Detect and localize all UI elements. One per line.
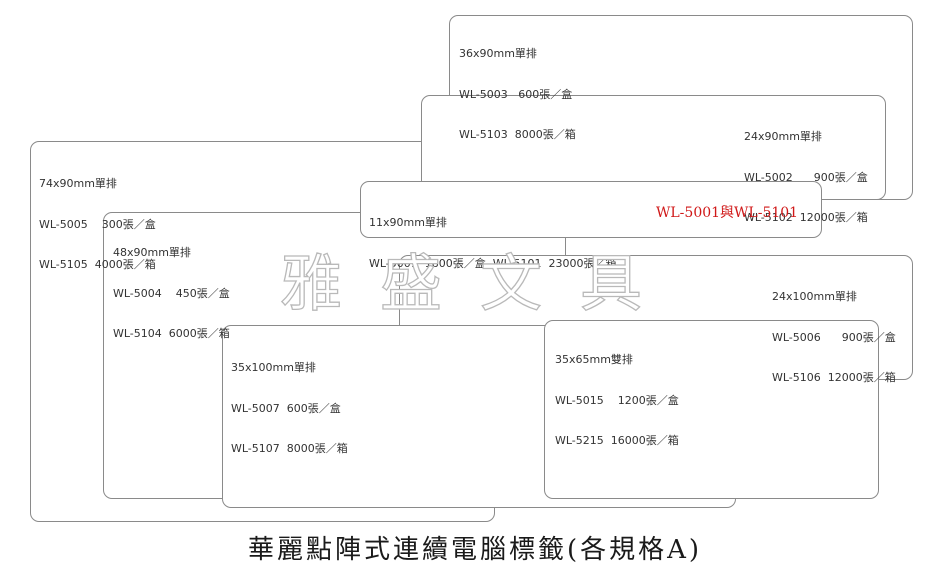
label-row: WL-5006 900張／盒	[772, 330, 896, 344]
label-row: WL-5102 12000張／箱	[744, 211, 868, 224]
label-title: 24x90mm單排	[744, 130, 822, 143]
label-title: 74x90mm單排	[39, 177, 117, 190]
label-row: WL-5107 8000張／箱	[231, 442, 348, 455]
label-card-11x90	[360, 181, 822, 238]
label-text-24x90: 24x90mm單排 WL-5002 900張／盒 WL-5102 12000張／…	[744, 103, 868, 238]
label-row: WL-5106 12000張／箱	[772, 371, 896, 384]
label-title: 11x90mm單排	[369, 216, 447, 229]
label-row: WL-5004 450張／盒	[113, 286, 230, 300]
label-row: WL-5007 600張／盒	[231, 401, 341, 415]
highlight-text: WL-5001與WL-5101	[656, 205, 799, 221]
label-row: WL-5001 1800張／盒 WL-5101 23000張／箱	[369, 256, 617, 270]
label-row: WL-5005 300張／盒	[39, 217, 156, 231]
label-title: 35x100mm單排	[231, 361, 316, 374]
label-title: 36x90mm單排	[459, 47, 537, 60]
label-row: WL-5003 600張／盒	[459, 87, 573, 101]
label-text-48x90: 48x90mm單排 WL-5004 450張／盒 WL-5104 6000張／箱	[113, 219, 230, 354]
label-text-74x90: 74x90mm單排 WL-5005 300張／盒 WL-5105 4000張／箱	[39, 150, 156, 285]
label-title: 24x100mm單排	[772, 290, 857, 303]
label-row: WL-5104 6000張／箱	[113, 327, 230, 340]
label-text-24x100: 24x100mm單排 WL-5006 900張／盒 WL-5106 12000張…	[772, 263, 896, 398]
label-row: WL-5103 8000張／箱	[459, 128, 576, 141]
label-text-36x90: 36x90mm單排 WL-5003 600張／盒 WL-5103 8000張／箱	[459, 20, 576, 155]
page-caption: 華麗點陣式連續電腦標籤(各規格A)	[247, 535, 703, 565]
label-row: WL-5002 900張／盒	[744, 170, 868, 184]
label-text-35x100: 35x100mm單排 WL-5007 600張／盒 WL-5107 8000張／…	[231, 334, 348, 469]
watermark: 雅盛文具	[279, 247, 681, 320]
label-row: WL-5105 4000張／箱	[39, 258, 156, 271]
label-row: WL-5015 1200張／盒	[555, 393, 679, 407]
label-card-35x65	[544, 320, 879, 499]
label-title: 35x65mm雙排	[555, 353, 633, 366]
label-text-35x65: 35x65mm雙排 WL-5015 1200張／盒 WL-5215 16000張…	[555, 326, 679, 461]
label-title: 48x90mm單排	[113, 246, 191, 259]
label-text-11x90: 11x90mm單排 WL-5001 1800張／盒 WL-5101 23000張…	[369, 189, 617, 284]
label-row: WL-5215 16000張／箱	[555, 434, 679, 447]
